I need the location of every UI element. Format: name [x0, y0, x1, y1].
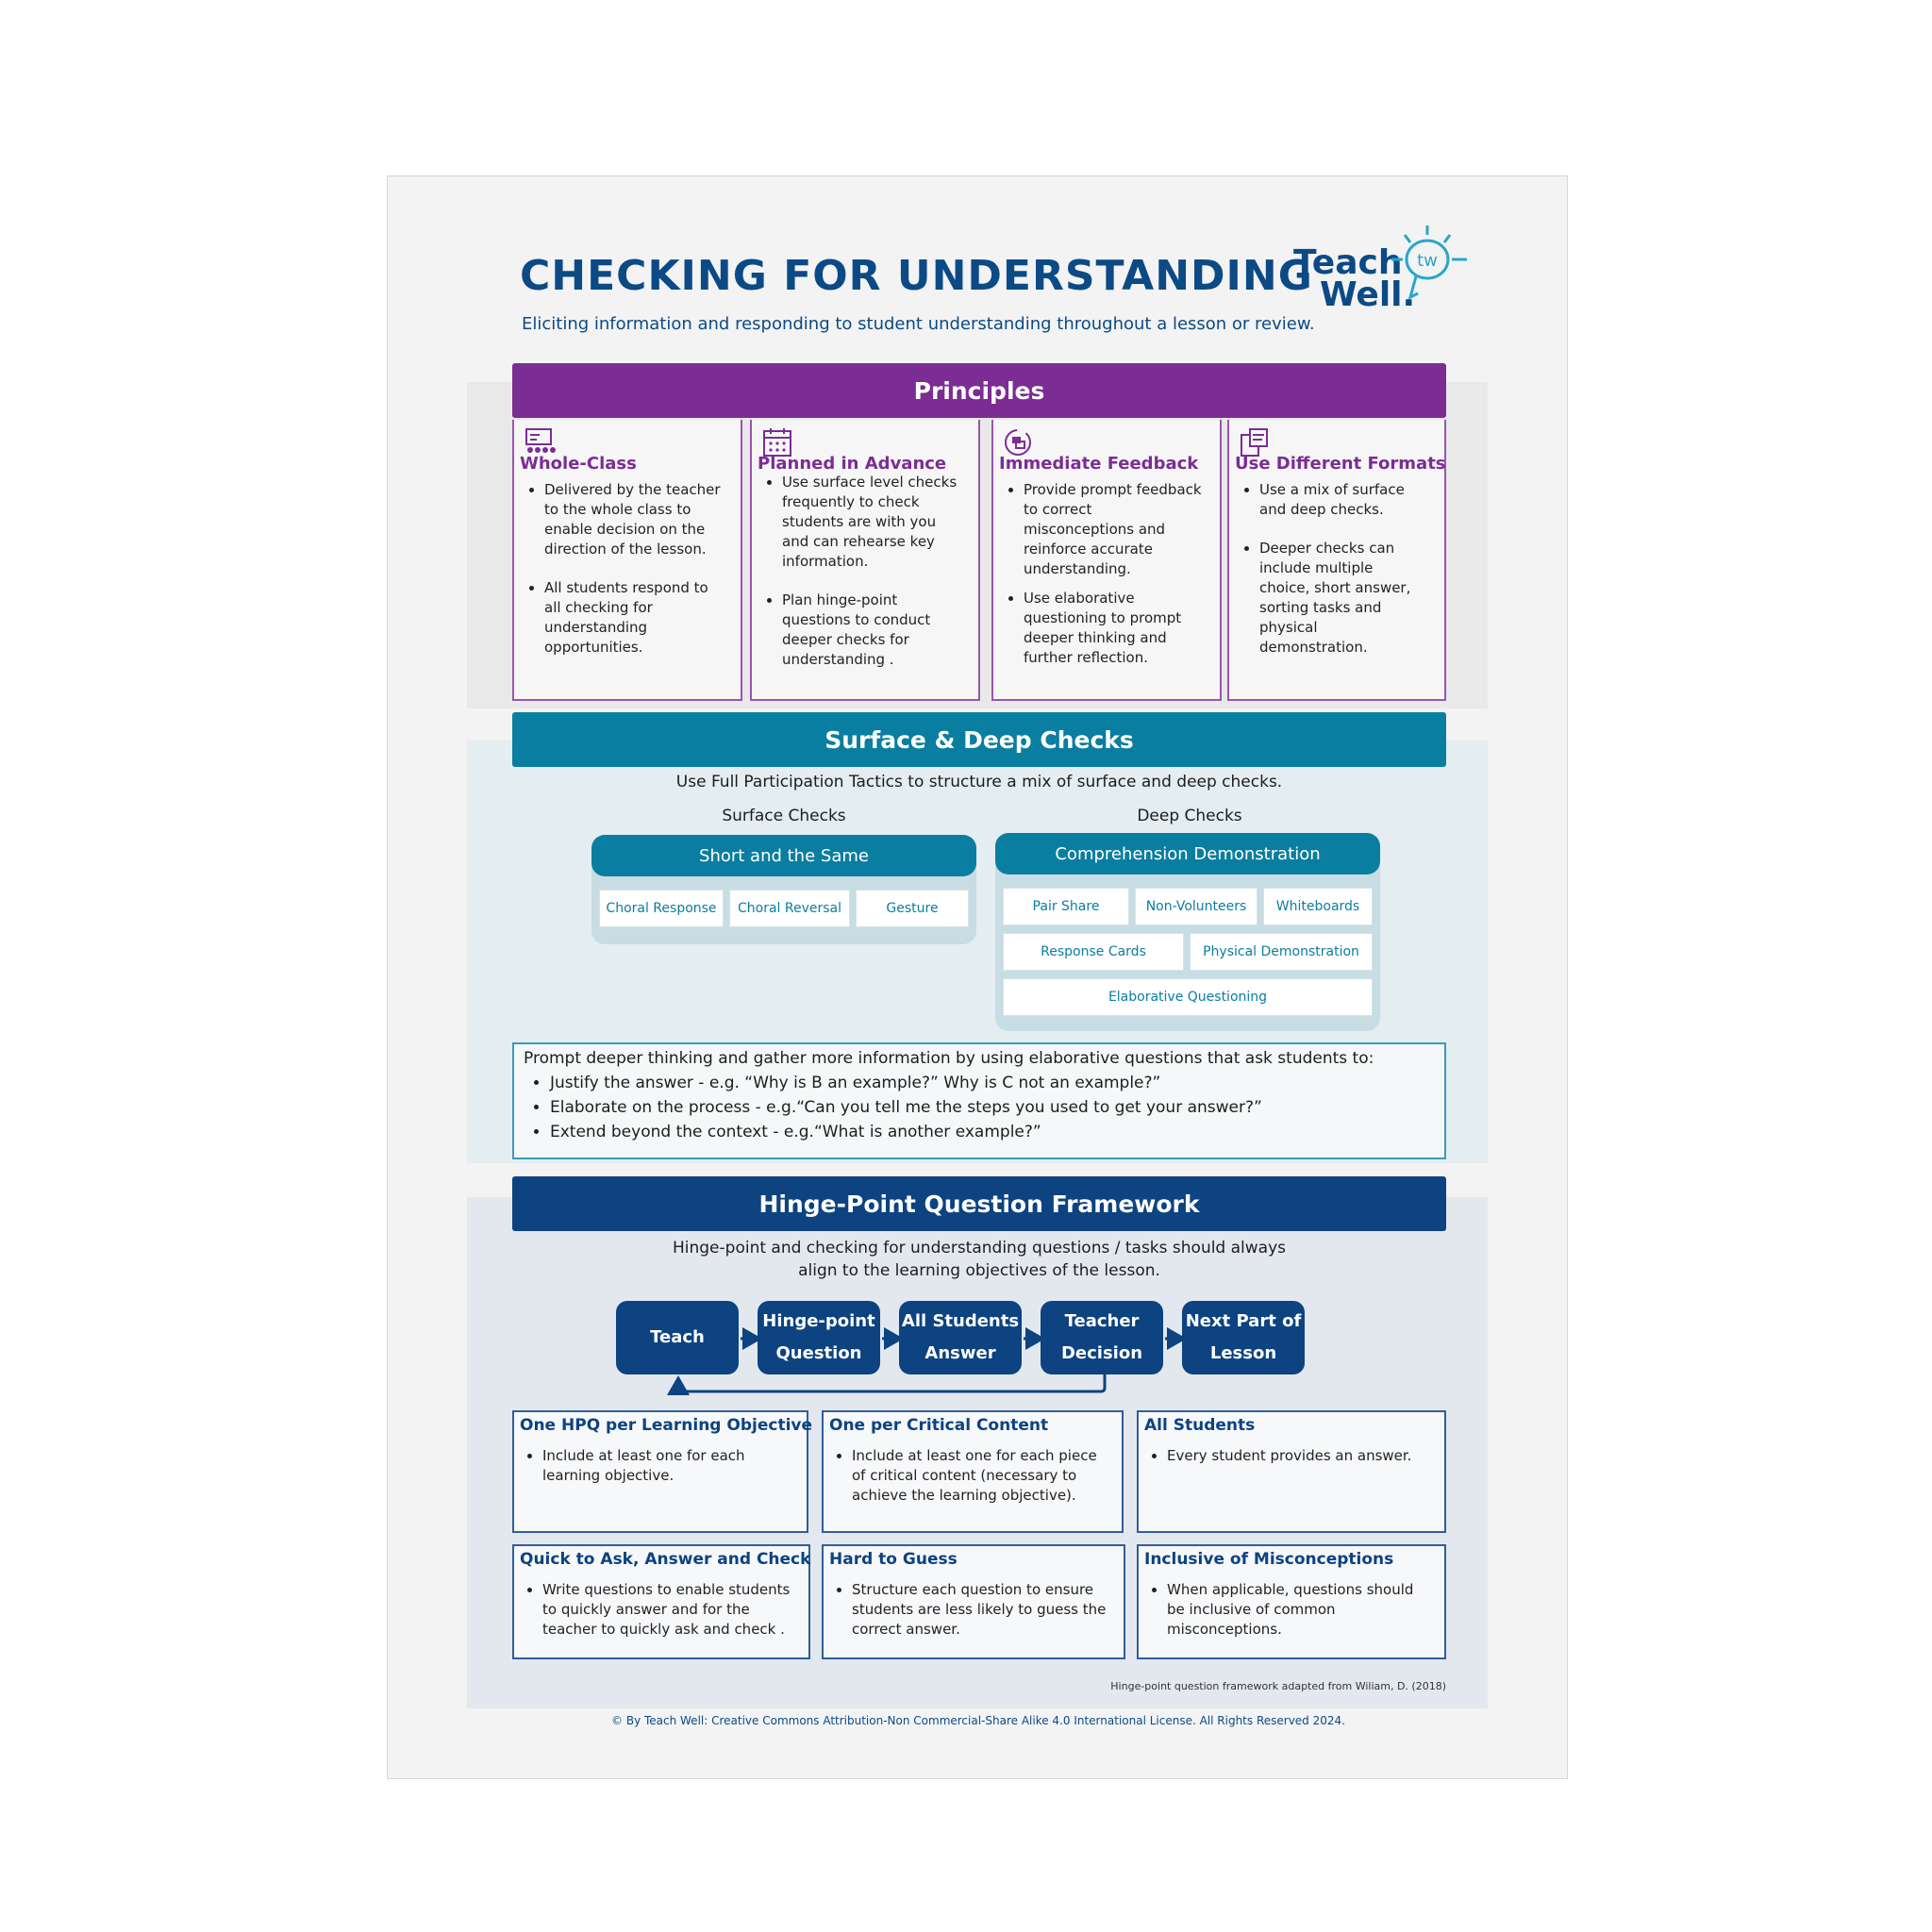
step-next-part-of-lesson: Next Part of Lesson: [1182, 1301, 1305, 1374]
step-label: Lesson: [1209, 1343, 1277, 1363]
step-label: Answer: [924, 1343, 996, 1363]
logo-text-teach: Teach: [1293, 243, 1403, 282]
framework-card-bullets: When applicable, questions should be inc…: [1144, 1580, 1431, 1640]
principle-title: Immediate Feedback: [999, 454, 1199, 474]
framework-card: One per Critical Content Include at leas…: [822, 1410, 1124, 1533]
page-subtitle: Eliciting information and responding to …: [522, 314, 1315, 334]
principle-bullet: Use a mix of surface and deep checks.: [1259, 480, 1420, 520]
checks-intro: Use Full Participation Tactics to struct…: [675, 773, 1283, 791]
step-teacher-decision: Teacher Decision: [1041, 1301, 1163, 1374]
framework-card: All Students Every student provides an a…: [1137, 1410, 1446, 1533]
step-all-students-answer: All Students Answer: [899, 1301, 1022, 1374]
principle-card-planned: Planned in Advance Use surface level che…: [750, 420, 980, 701]
framework-card: Quick to Ask, Answer and Check Write que…: [512, 1544, 810, 1659]
framework-card: One HPQ per Learning Objective Include a…: [512, 1410, 812, 1533]
principle-bullet: Plan hinge-point questions to conduct de…: [782, 591, 961, 670]
attribution-note: Hinge-point question framework adapted f…: [1110, 1680, 1446, 1692]
hinge-intro-line1: Hinge-point and checking for understandi…: [672, 1239, 1287, 1257]
step-label: Decision: [1060, 1343, 1143, 1363]
framework-card-bullet: Include at least one for each learning o…: [542, 1446, 788, 1486]
chip-response-cards: Response Cards: [1003, 933, 1184, 971]
principle-bullet: Delivered by the teacher to the whole cl…: [544, 480, 724, 559]
framework-card-bullets: Include at least one for each learning o…: [520, 1446, 788, 1486]
framework-card-bullets: Every student provides an answer.: [1144, 1446, 1431, 1466]
deep-checks-header: Comprehension Demonstration: [995, 833, 1380, 874]
framework-card-title: One HPQ per Learning Objective: [520, 1416, 813, 1435]
framework-card-title: Quick to Ask, Answer and Check: [520, 1550, 811, 1569]
principle-bullets: Use surface level checks frequently to c…: [759, 473, 961, 689]
principle-bullet: Use elaborative questioning to prompt de…: [1024, 589, 1203, 668]
step-label: Teacher: [1064, 1311, 1140, 1331]
prompt-bullet: Elaborate on the process - e.g.“Can you …: [550, 1095, 1435, 1120]
hinge-flow-arrows: [667, 1327, 1187, 1395]
framework-card-title: One per Critical Content: [829, 1416, 1049, 1435]
elaborative-prompt-box: Prompt deeper thinking and gather more i…: [512, 1042, 1446, 1159]
principle-bullets: Delivered by the teacher to the whole cl…: [522, 480, 724, 676]
prompt-bullet: Extend beyond the context - e.g.“What is…: [550, 1120, 1435, 1144]
framework-card-title: Hard to Guess: [829, 1550, 958, 1569]
framework-card-title: All Students: [1144, 1416, 1256, 1435]
surface-checks-label: Surface Checks: [722, 807, 846, 825]
chip-choral-reversal: Choral Reversal: [729, 890, 850, 927]
document-sheet: CHECKING FOR UNDERSTANDING Eliciting inf…: [387, 175, 1568, 1779]
step-hinge-point-question: Hinge-point Question: [758, 1301, 880, 1374]
principle-card-formats: Use Different Formats Use a mix of surfa…: [1227, 420, 1446, 701]
class-icon: [525, 428, 556, 453]
feedback-icon: [1005, 429, 1031, 456]
principle-title: Planned in Advance: [758, 454, 947, 474]
framework-card-bullet: Write questions to enable students to qu…: [542, 1580, 797, 1640]
prompt-bullets: Justify the answer - e.g. “Why is B an e…: [524, 1071, 1435, 1144]
principles-heading: Principles: [512, 363, 1446, 418]
framework-card: Inclusive of Misconceptions When applica…: [1137, 1544, 1446, 1659]
step-label: Teach: [650, 1327, 705, 1347]
principle-bullet: Deeper checks can include multiple choic…: [1259, 539, 1420, 658]
prompt-intro: Prompt deeper thinking and gather more i…: [524, 1049, 1374, 1068]
framework-card-bullet: Structure each question to ensure studen…: [852, 1580, 1112, 1640]
framework-card: Hard to Guess Structure each question to…: [822, 1544, 1125, 1659]
checks-heading: Surface & Deep Checks: [512, 712, 1446, 767]
framework-card-title: Inclusive of Misconceptions: [1144, 1550, 1394, 1569]
principle-title: Whole-Class: [520, 454, 637, 474]
logo-text-well: Well.: [1320, 275, 1416, 314]
framework-card-bullet: Include at least one for each piece of c…: [852, 1446, 1107, 1506]
framework-card-bullet: Every student provides an answer.: [1167, 1446, 1431, 1466]
chip-physical-demonstration: Physical Demonstration: [1190, 933, 1373, 971]
step-label: All Students: [901, 1311, 1020, 1331]
chip-gesture: Gesture: [856, 890, 969, 927]
hinge-heading: Hinge-Point Question Framework: [512, 1176, 1446, 1231]
step-teach: Teach: [616, 1301, 739, 1374]
hinge-intro-line2: align to the learning objectives of the …: [798, 1261, 1160, 1280]
framework-card-bullets: Include at least one for each piece of c…: [829, 1446, 1107, 1506]
chip-whiteboards: Whiteboards: [1263, 888, 1373, 925]
step-label: Hinge-point: [762, 1311, 875, 1331]
formats-icon: [1241, 428, 1268, 457]
deep-checks-label: Deep Checks: [1137, 807, 1242, 825]
calendar-icon: [763, 428, 791, 457]
lightbulb-icon: tw: [1391, 225, 1467, 300]
chip-non-volunteers: Non-Volunteers: [1135, 888, 1257, 925]
framework-card-bullets: Structure each question to ensure studen…: [829, 1580, 1112, 1640]
chip-pair-share: Pair Share: [1003, 888, 1129, 925]
principle-bullet: All students respond to all checking for…: [544, 578, 724, 658]
prompt-bullet: Justify the answer - e.g. “Why is B an e…: [550, 1071, 1435, 1095]
principle-bullets: Provide prompt feedback to correct misco…: [1001, 480, 1203, 687]
principle-bullet: Provide prompt feedback to correct misco…: [1024, 480, 1203, 579]
framework-card-bullet: When applicable, questions should be inc…: [1167, 1580, 1431, 1640]
principle-bullet: Use surface level checks frequently to c…: [782, 473, 961, 572]
logo-badge: tw: [1417, 251, 1438, 271]
principle-title: Use Different Formats: [1235, 454, 1446, 474]
surface-checks-header: Short and the Same: [591, 835, 976, 876]
chip-choral-response: Choral Response: [599, 890, 724, 927]
chip-elaborative-questioning: Elaborative Questioning: [1003, 978, 1373, 1016]
step-label: Next Part of: [1185, 1311, 1302, 1331]
framework-card-bullets: Write questions to enable students to qu…: [520, 1580, 797, 1640]
principle-card-whole-class: Whole-Class Delivered by the teacher to …: [512, 420, 742, 701]
step-label: Question: [775, 1343, 862, 1363]
license-footer: © By Teach Well: Creative Commons Attrib…: [611, 1714, 1345, 1727]
principle-card-feedback: Immediate Feedback Provide prompt feedba…: [991, 420, 1222, 701]
principle-bullets: Use a mix of surface and deep checks. De…: [1237, 480, 1420, 676]
teach-well-logo: Teach Well. tw: [1293, 222, 1473, 325]
page-title: CHECKING FOR UNDERSTANDING: [520, 252, 1313, 300]
